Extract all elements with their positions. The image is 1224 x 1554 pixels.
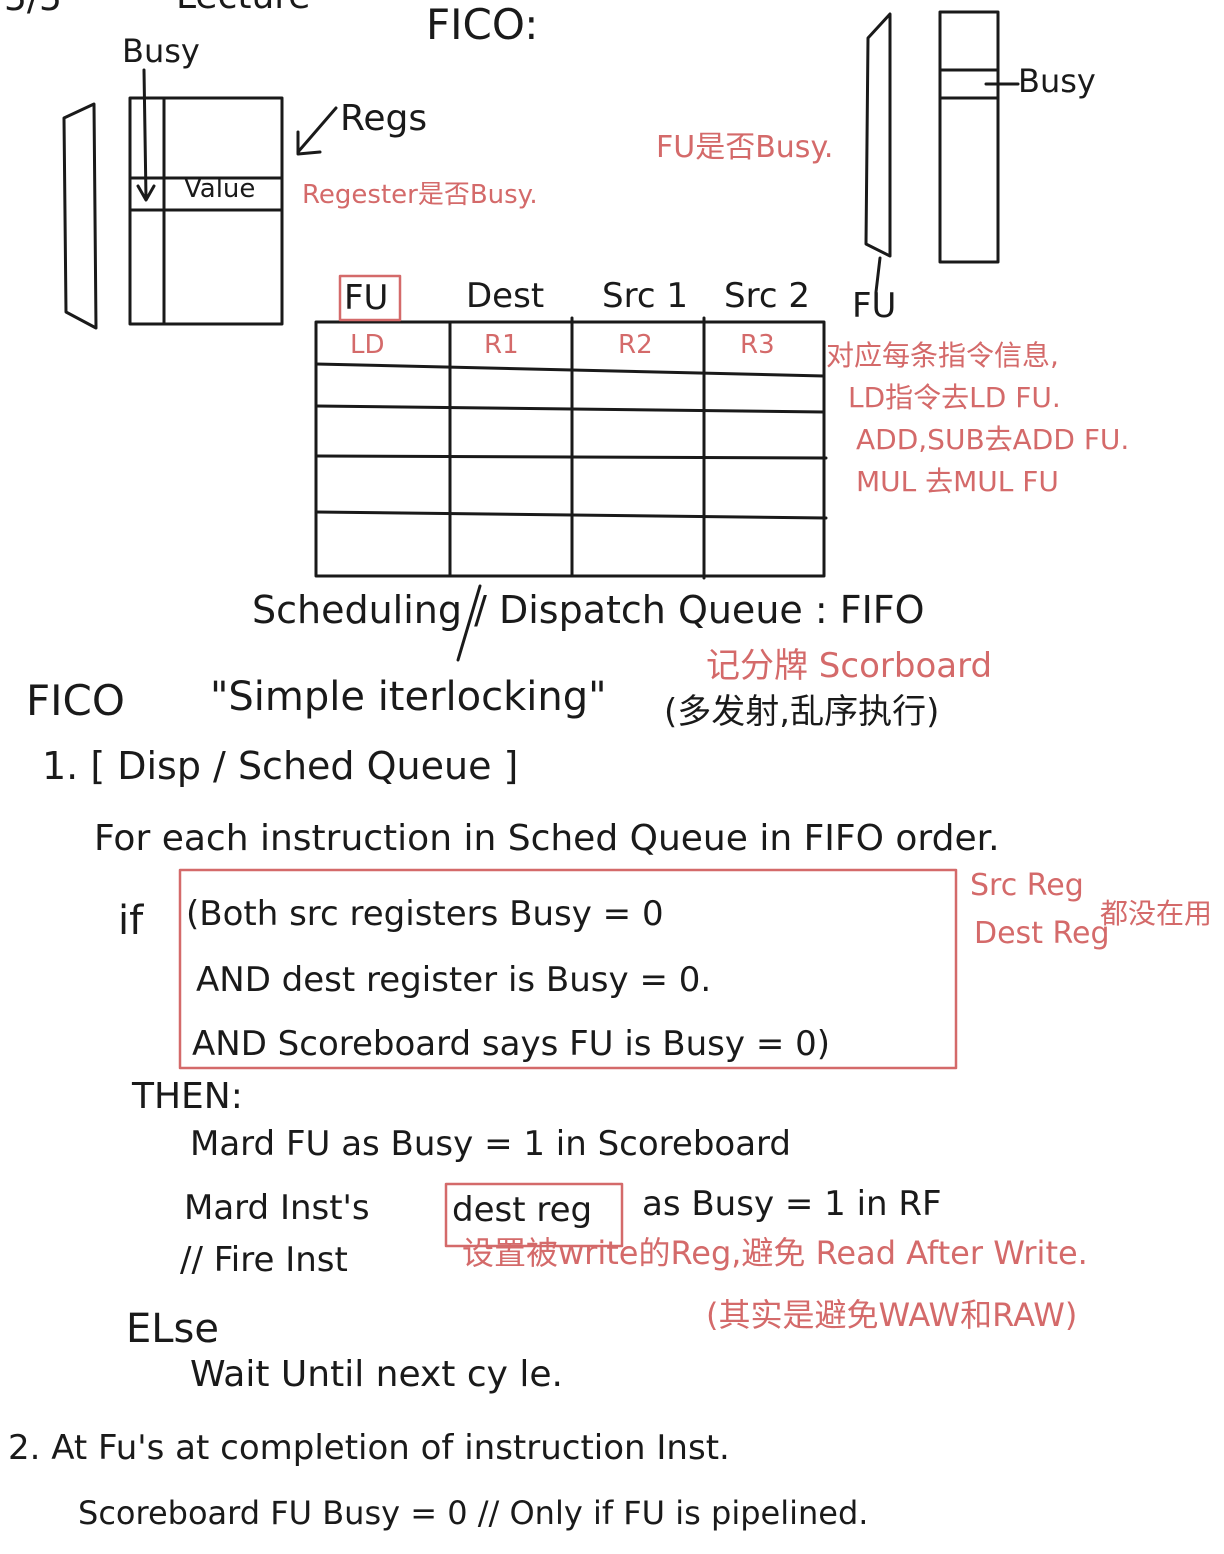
fu-busy-label: Busy [1018,62,1096,100]
if-keyword: if [118,898,144,944]
fu-label: FU [852,286,897,326]
regfile-value-label: Value [184,174,256,204]
cut-off-lecture-text: Lecture [176,0,310,17]
wait-line: Wait Until next cy le. [190,1354,563,1395]
fu-col-back [864,12,892,258]
mark-inst-dest-reg: dest reg [452,1190,593,1230]
red-note-waw: (其实是避免WAW和RAW) [706,1296,1078,1334]
table-header-fu: FU [344,278,389,318]
red-note-raw: 设置被write的Reg,避免 Read After Write. [462,1234,1088,1272]
table-header-src2: Src 2 [724,276,810,316]
cut-off-left-text: 5/5 [4,0,62,19]
fico-title: FICO: [426,0,539,49]
table-header-dest: Dest [466,276,545,316]
regfile-busy-label: Busy [122,32,200,70]
fu-busy-note: FU是否Busy. [656,130,834,165]
regs-arrow [296,106,338,156]
regs-label: Regs [340,98,428,139]
fu-col-stem [874,256,882,294]
for-each-line: For each instruction in Sched Queue in F… [94,818,1000,859]
fico-paren: (多发射,乱序执行) [664,692,940,732]
step2-title: 2. At Fu's at completion of instruction … [8,1428,730,1468]
fico-heading: FICO [26,676,125,725]
step2-line: Scoreboard FU Busy = 0 // Only if FU is … [78,1494,869,1532]
mark-fu-line: Mard FU as Busy = 1 in Scoreboard [190,1124,792,1164]
table-header-src1: Src 1 [602,276,688,316]
regs-note: Regester是否Busy. [302,180,538,210]
else-keyword: ELse [126,1306,220,1352]
step1-title: 1. [ Disp / Sched Queue ] [42,744,519,788]
table-note-4: MUL 去MUL FU [856,465,1059,498]
queue-caption: Scheduling / Dispatch Queue : FIFO [252,588,925,632]
table-cell-src1: R2 [618,330,653,360]
table-cell-fu: LD [350,330,385,360]
busy-arrow [136,68,156,202]
dest-reg-box [444,1182,624,1248]
table-note-1: 对应每条指令信息, [826,339,1059,372]
table-note-3: ADD,SUB去ADD FU. [856,423,1130,456]
table-cell-src2: R3 [740,330,775,360]
condition-2: AND dest register is Busy = 0. [196,960,712,1000]
table-border [314,320,826,578]
fu-header-box [338,274,402,322]
fico-quote: "Simple iterlocking" [210,674,607,720]
table-note-2: LD指令去LD FU. [848,381,1061,414]
mark-inst-post: as Busy = 1 in RF [642,1184,942,1224]
mark-inst-pre: Mard Inst's [184,1188,370,1228]
table-cell-dest: R1 [484,330,519,360]
queue-slash [456,584,482,662]
condition-1: (Both src registers Busy = 0 [186,894,664,934]
scoreboard-label: 记分牌 Scorboard [706,646,993,686]
fire-inst-comment: // Fire Inst [180,1240,348,1280]
side-not-used: 都没在用 [1100,897,1213,930]
condition-3: AND Scoreboard says FU is Busy = 0) [192,1024,831,1064]
side-src-reg: Src Reg [970,868,1084,903]
fu-col-body [938,10,1000,264]
regfile-back-panel [62,102,98,330]
condition-box [178,868,958,1070]
side-dest-reg: Dest Reg [974,916,1110,951]
then-keyword: THEN: [132,1076,243,1117]
